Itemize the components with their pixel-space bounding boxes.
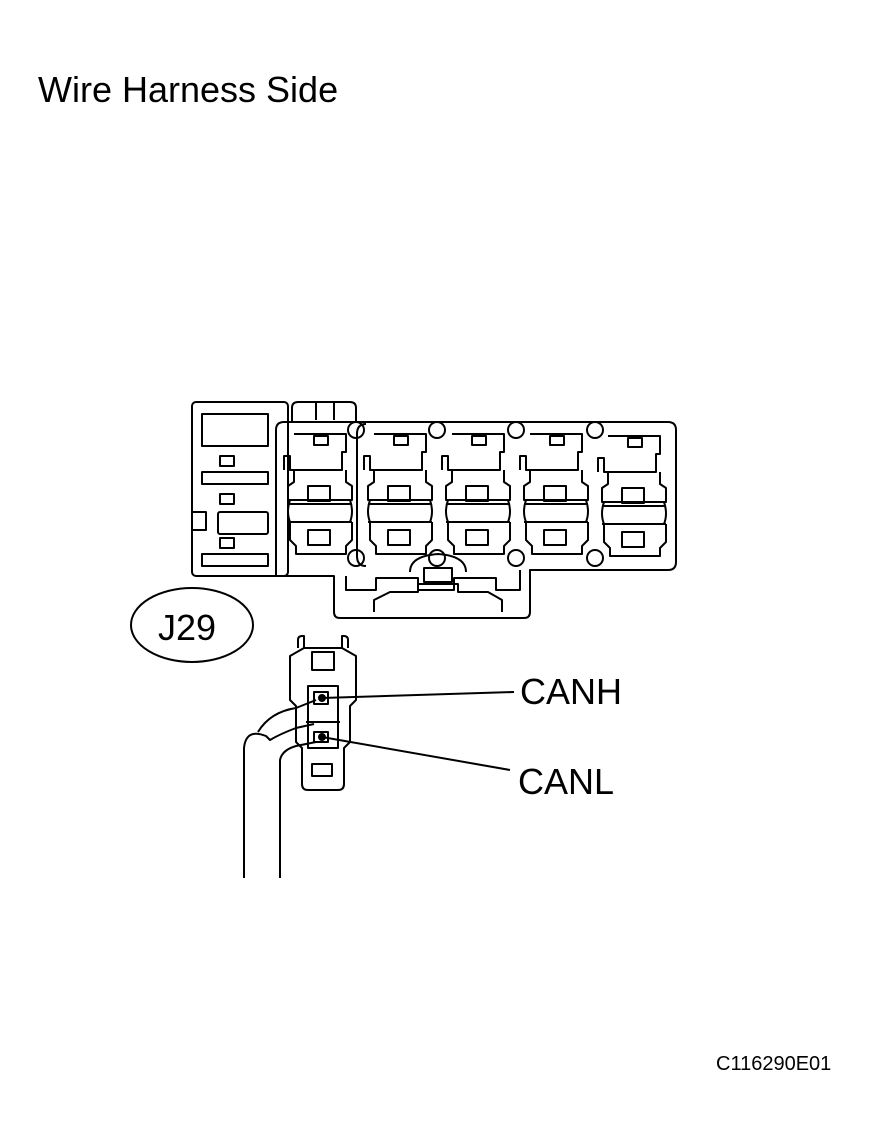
connector-label-ellipse	[131, 588, 253, 662]
cavity-column-1	[284, 434, 352, 554]
canh-leader-line	[322, 692, 514, 698]
diagram-title: Wire Harness Side	[38, 69, 339, 110]
canl-leader-line	[322, 737, 510, 770]
figure-id: C116290E01	[716, 1053, 832, 1075]
junction-block	[192, 402, 676, 618]
wire-side-connector	[290, 636, 356, 790]
pin-label-canl: CANL	[518, 761, 615, 802]
top-latch	[292, 402, 356, 422]
connector-label: J29	[158, 607, 217, 648]
cavity-column-5	[598, 436, 666, 556]
wire-bundle	[244, 700, 316, 878]
cavity-column-3	[442, 434, 510, 554]
left-housing	[192, 402, 288, 576]
main-housing	[276, 422, 676, 618]
cavity-column-4	[520, 434, 588, 554]
cavity-column-2	[364, 434, 432, 554]
pin-label-canh: CANH	[520, 671, 623, 712]
center-lock	[424, 568, 452, 582]
